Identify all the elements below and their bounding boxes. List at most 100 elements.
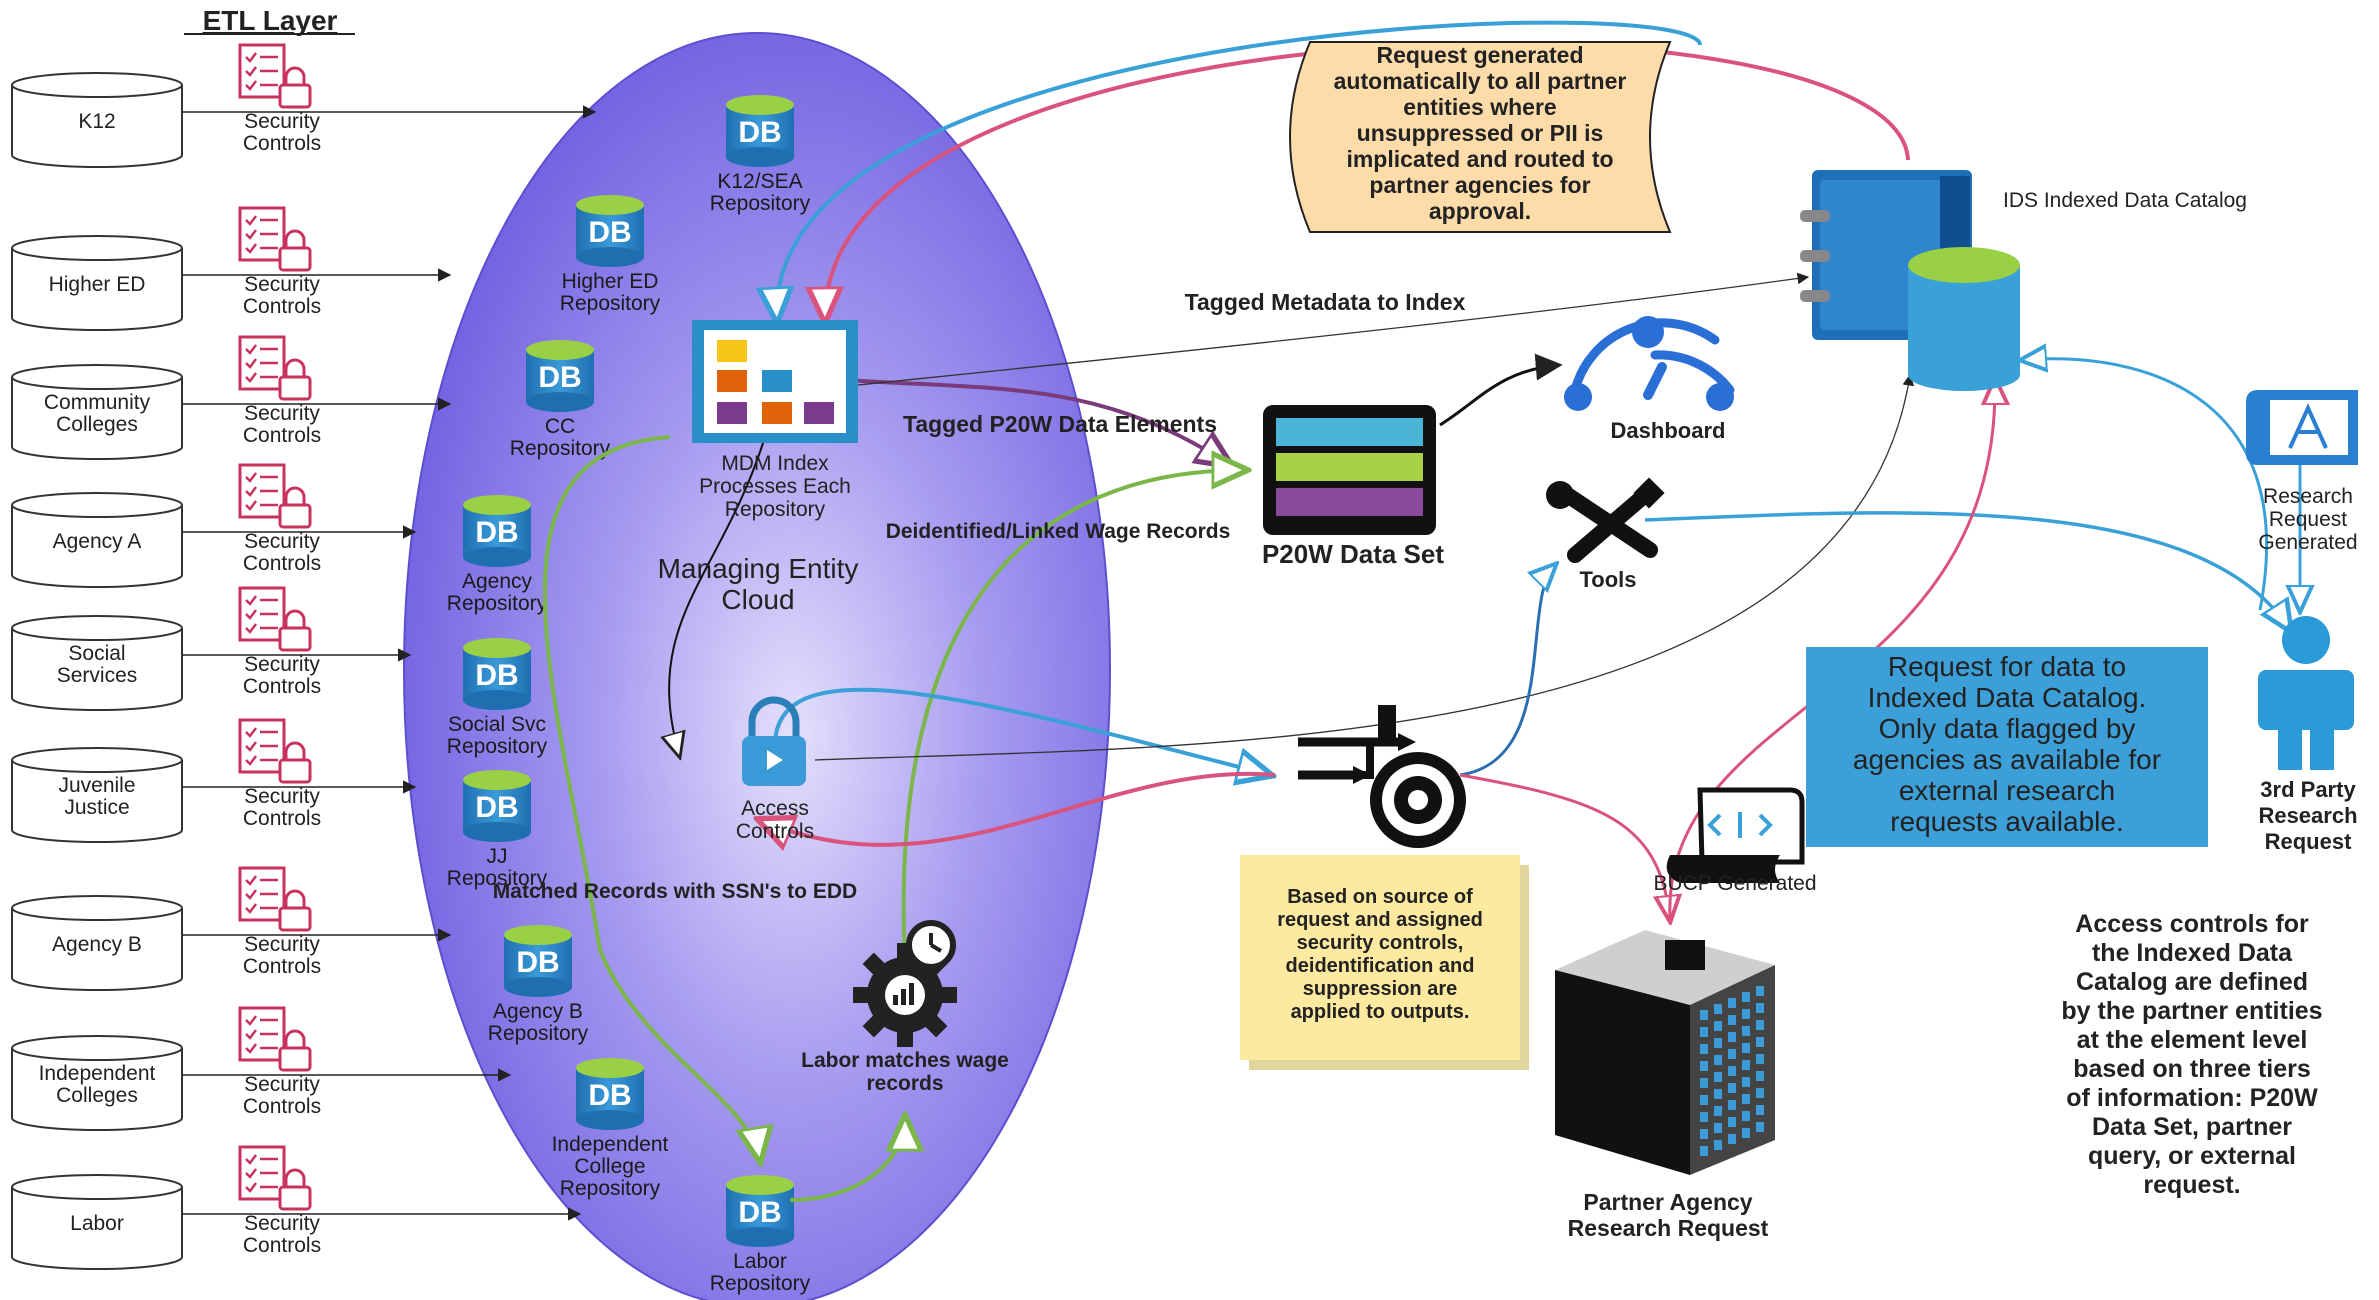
flow-connector (844, 378, 1230, 465)
research-request-icon[interactable] (2246, 390, 2358, 465)
matched-records-label: Matched Records with SSN's to EDD (493, 880, 857, 903)
flow-connector (857, 272, 1810, 386)
ids-catalog-db-icon[interactable] (1908, 247, 2020, 391)
source-system-8[interactable]: Labor (11, 1174, 183, 1270)
security-checklist-icon (238, 718, 312, 784)
security-checklist-icon (238, 43, 312, 109)
access-controls-lock-icon[interactable] (742, 696, 806, 786)
labor-gear-icon (853, 920, 957, 1047)
ids-catalog-label: IDS Indexed Data Catalog (2003, 189, 2247, 212)
flow-connector (1459, 565, 1555, 777)
source-system-6[interactable]: Agency B (11, 895, 183, 991)
bucp-scroll-icon[interactable] (1666, 787, 1805, 883)
source-label: K12 (78, 110, 115, 133)
repository-db-icon-1[interactable]: DB (576, 195, 644, 267)
security-checklist-icon (238, 335, 312, 401)
building-windows (1700, 986, 1764, 1156)
repository-db-icon-0[interactable]: DB (726, 95, 794, 167)
source-system-1[interactable]: Higher ED (11, 235, 183, 331)
db-icon-text: DB (738, 116, 781, 149)
repository-db-icon-7[interactable]: DB (576, 1058, 644, 1130)
security-checklist-icon (238, 206, 312, 272)
repository-db-icon-8[interactable]: DB (726, 1175, 794, 1247)
db-icon-text: DB (738, 1196, 781, 1229)
security-checklist-icon (238, 463, 312, 529)
source-label: Agency A (53, 530, 142, 553)
etl-layer-title: ETL Layer (203, 5, 338, 36)
p20w-dataset-icon[interactable] (1263, 405, 1436, 535)
dashboard-label: Dashboard (1611, 418, 1726, 443)
third-party-person-icon[interactable] (2258, 616, 2354, 770)
tools-label: Tools (1579, 567, 1636, 592)
request-processing-icon[interactable] (1298, 705, 1466, 848)
repository-db-icon-4[interactable]: DB (463, 638, 531, 710)
db-icon-text: DB (588, 216, 631, 249)
repository-db-icon-3[interactable]: DB (463, 495, 531, 567)
flow-connector (1644, 511, 2290, 630)
source-system-3[interactable]: Agency A (11, 492, 183, 588)
security-checklist-icon (238, 866, 312, 932)
source-label: Labor (70, 1212, 124, 1235)
source-system-0[interactable]: K12 (11, 72, 183, 168)
flow-connector (2022, 359, 2268, 611)
flow-connector (1459, 773, 1670, 920)
tagged-p20w-label: Tagged P20W Data Elements (903, 411, 1217, 437)
security-checklist-icon (238, 1006, 312, 1072)
flow-connector (772, 687, 1270, 775)
request-for-data-box (1806, 647, 2208, 847)
flow-connector (777, 20, 1702, 320)
request-generated-note (1289, 41, 1672, 233)
security-checklist-icon (238, 586, 312, 652)
dashboard-icon[interactable] (1564, 316, 1735, 411)
bucp-label: BUCP Generated (1653, 872, 1816, 895)
flow-connector (901, 470, 1245, 961)
tools-icon[interactable] (1546, 477, 1665, 563)
tagged-metadata-label: Tagged Metadata to Index (1185, 289, 1466, 315)
repository-db-icon-6[interactable]: DB (504, 925, 572, 997)
mdm-index-icon[interactable] (692, 320, 858, 443)
deidentified-label: Deidentified/Linked Wage Records (886, 520, 1231, 543)
source-label: Higher ED (49, 273, 146, 296)
db-icon-text: DB (475, 791, 518, 824)
repository-db-icon-5[interactable]: DB (463, 770, 531, 842)
flow-connector (669, 436, 766, 758)
flow-connector (814, 373, 1915, 761)
source-label: Agency B (52, 933, 142, 956)
db-icon-text: DB (475, 659, 518, 692)
repository-db-icon-2[interactable]: DB (526, 340, 594, 412)
db-icon-text: DB (475, 516, 518, 549)
